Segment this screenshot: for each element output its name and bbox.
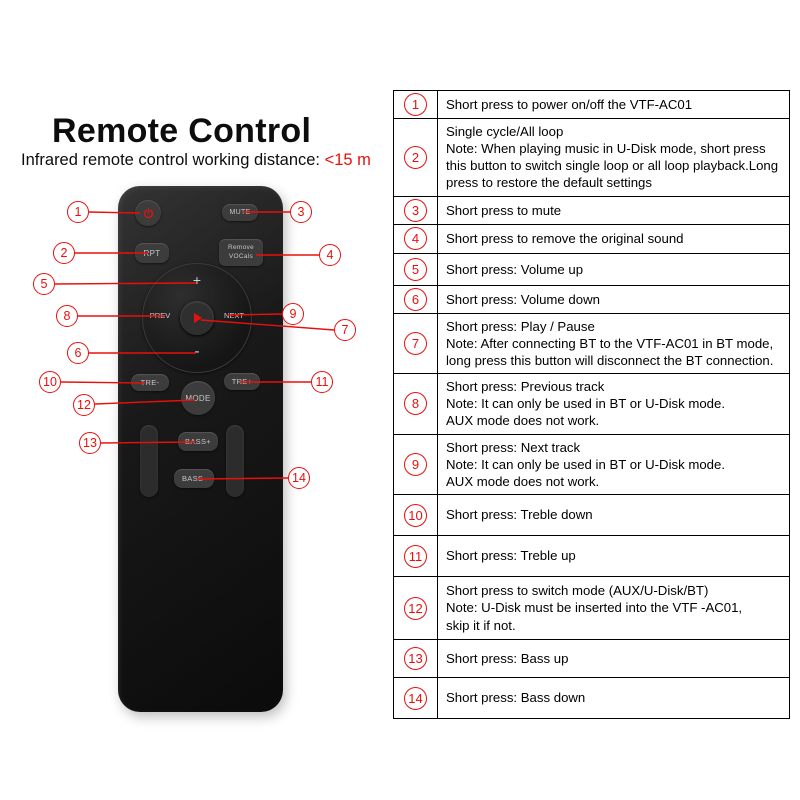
callout-9: 9	[282, 303, 304, 325]
callout-8: 8	[56, 305, 78, 327]
row-number-badge: 5	[404, 257, 427, 281]
table-row: 13 Short press: Bass up	[393, 639, 790, 679]
callout-13: 13	[79, 432, 101, 454]
subtitle: Infrared remote control working distance…	[0, 151, 392, 170]
row-description: Short press: Bass up	[437, 639, 790, 679]
power-button	[135, 200, 161, 226]
row-description: Short press to switch mode (AUX/U-Disk/B…	[437, 576, 790, 641]
row-number-badge: 6	[404, 287, 427, 311]
row-description: Short press: Previous track Note: It can…	[437, 373, 790, 435]
row-number-badge: 7	[404, 331, 427, 355]
row-description: Single cycle/All loop Note: When playing…	[437, 118, 790, 197]
table-row: 12 Short press to switch mode (AUX/U-Dis…	[393, 576, 790, 641]
table-row: 9 Short press: Next track Note: It can o…	[393, 433, 790, 496]
callout-1: 1	[67, 201, 89, 223]
row-number-badge: 9	[404, 452, 427, 476]
table-row: 10 Short press: Treble down	[393, 494, 790, 537]
row-number-badge: 3	[404, 198, 427, 222]
callout-5: 5	[33, 273, 55, 295]
row-number-badge: 10	[404, 503, 427, 527]
table-row: 6 Short press: Volume down	[393, 284, 790, 314]
callout-4: 4	[319, 244, 341, 266]
left-grip	[140, 425, 158, 497]
row-number-badge: 11	[404, 544, 427, 568]
callout-7: 7	[334, 319, 356, 341]
callout-14: 14	[288, 467, 310, 489]
remote-body: MUTE RPT Remove VOCals + PREV NEXT - TRE…	[118, 186, 283, 712]
row-description: Short press: Treble down	[437, 494, 790, 537]
bass-down-button: BASS-	[174, 469, 214, 488]
row-description: Short press: Bass down	[437, 677, 790, 720]
callout-10: 10	[39, 371, 61, 393]
subtitle-text: Infrared remote control working distance…	[21, 151, 325, 169]
treble-down-button: TRE-	[131, 374, 169, 391]
power-icon	[143, 207, 153, 218]
table-row: 4 Short press to remove the original sou…	[393, 223, 790, 254]
row-description: Short press: Volume up	[437, 252, 790, 286]
row-number-badge: 2	[404, 145, 427, 169]
function-table: 1 Short press to power on/off the VTF-AC…	[393, 90, 790, 720]
remove-vocals-line2: VOCals	[228, 252, 254, 260]
page-title: Remote Control	[52, 112, 312, 150]
row-description: Short press: Treble up	[437, 535, 790, 578]
volume-up-label: +	[192, 272, 202, 288]
volume-down-label: -	[194, 343, 200, 360]
table-row: 14 Short press: Bass down	[393, 677, 790, 720]
callout-11: 11	[311, 371, 333, 393]
callout-12: 12	[73, 394, 95, 416]
table-row: 7 Short press: Play / Pause Note: After …	[393, 312, 790, 375]
row-description: Short press to power on/off the VTF-AC01	[437, 90, 790, 119]
mute-button: MUTE	[222, 204, 258, 221]
treble-up-button: TRE+	[224, 373, 260, 390]
next-label: NEXT	[223, 311, 244, 320]
row-description: Short press: Volume down	[437, 284, 790, 314]
callout-2: 2	[53, 242, 75, 264]
row-number-badge: 8	[404, 392, 427, 416]
dpad: + PREV NEXT -	[142, 263, 252, 373]
table-row: 8 Short press: Previous track Note: It c…	[393, 373, 790, 435]
mode-button: MODE	[181, 381, 215, 415]
remote-diagram: Remote Control Infrared remote control w…	[0, 0, 392, 800]
row-description: Short press to mute	[437, 195, 790, 225]
play-icon	[194, 313, 202, 323]
right-grip	[226, 425, 244, 497]
row-description: Short press to remove the original sound	[437, 223, 790, 254]
prev-label: PREV	[149, 311, 171, 320]
remove-vocals-button: Remove VOCals	[219, 239, 263, 266]
table-row: 2 Single cycle/All loop Note: When playi…	[393, 118, 790, 197]
play-pause-button	[180, 301, 214, 335]
table-row: 5 Short press: Volume up	[393, 252, 790, 286]
row-number-badge: 12	[404, 596, 427, 620]
row-number-badge: 1	[404, 93, 427, 116]
callout-6: 6	[67, 342, 89, 364]
table-row: 11 Short press: Treble up	[393, 535, 790, 578]
subtitle-distance: <15 m	[324, 151, 371, 169]
row-number-badge: 4	[404, 227, 427, 251]
row-number-badge: 13	[404, 647, 427, 671]
row-number-badge: 14	[404, 686, 427, 710]
rpt-button: RPT	[135, 243, 169, 263]
row-description: Short press: Play / Pause Note: After co…	[437, 312, 790, 375]
callout-3: 3	[290, 201, 312, 223]
remove-vocals-line1: Remove	[227, 244, 254, 252]
row-description: Short press: Next track Note: It can onl…	[437, 433, 790, 496]
table-row: 1 Short press to power on/off the VTF-AC…	[393, 90, 790, 119]
bass-up-button: BASS+	[178, 432, 218, 451]
table-row: 3 Short press to mute	[393, 195, 790, 225]
